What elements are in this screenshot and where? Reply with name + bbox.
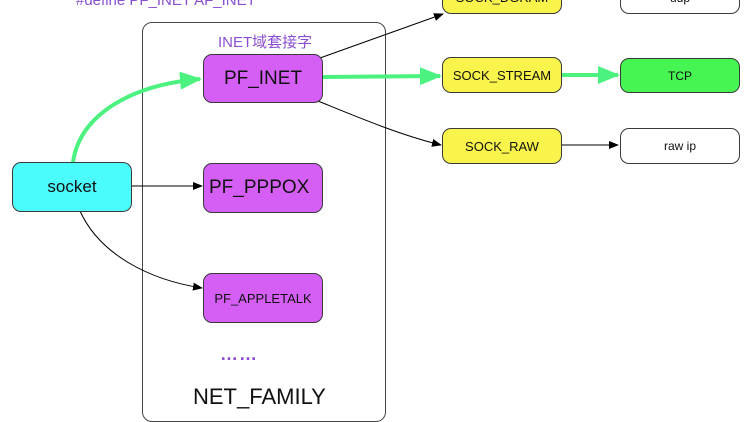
node-sock-raw[interactable]: SOCK_RAW	[442, 128, 562, 164]
node-pf-pppox[interactable]: PF_PPPOX	[203, 163, 323, 213]
edge-pf-inet-sock-dgram	[319, 13, 444, 59]
node-raw-ip[interactable]: raw ip	[620, 128, 740, 164]
node-tcp[interactable]: TCP	[620, 58, 740, 93]
ellipsis: ……	[220, 344, 258, 364]
edge-socket-pf-appletalk	[79, 210, 203, 291]
edge-socket-pf-inet	[71, 71, 202, 163]
edges-layer	[71, 13, 620, 291]
edge-pf-inet-sock-stream	[321, 67, 442, 86]
edge-pf-inet-sock-raw	[317, 100, 442, 147]
container-footer: NET_FAMILY	[193, 384, 326, 409]
node-udp[interactable]: udp	[620, 0, 740, 14]
node-socket[interactable]: socket	[12, 162, 132, 212]
define-macro-label: #define PF_INET AF_INET	[76, 0, 256, 9]
node-pf-inet[interactable]: PF_INET	[203, 54, 323, 103]
container-title: INET域套接字	[218, 34, 313, 51]
node-sock-stream[interactable]: SOCK_STREAM	[442, 57, 562, 93]
node-sock-dgram[interactable]: SOCK_DGRAM	[442, 0, 562, 14]
node-pf-appletalk[interactable]: PF_APPLETALK	[203, 273, 323, 323]
